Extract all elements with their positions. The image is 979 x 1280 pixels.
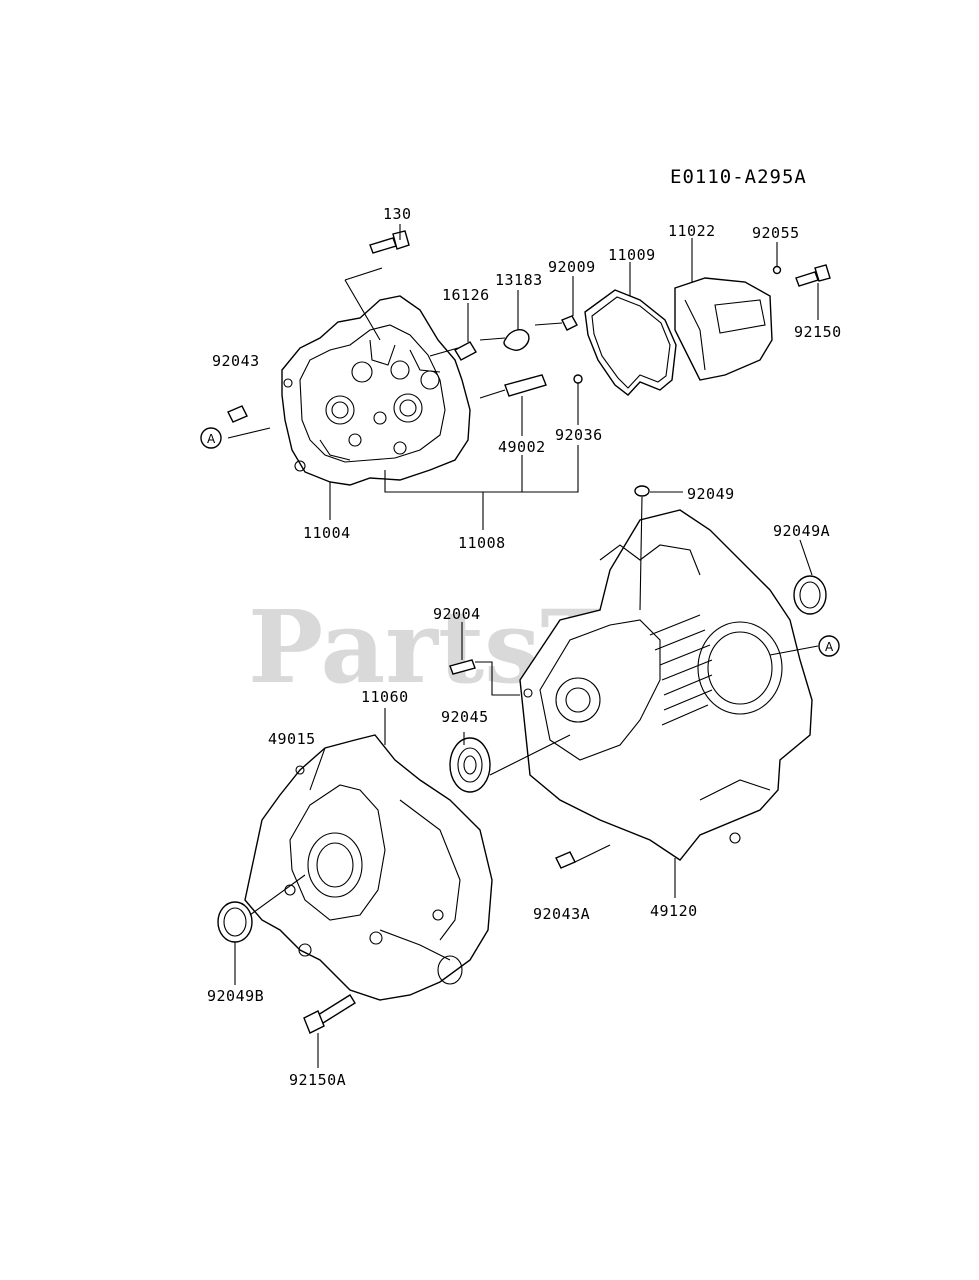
label-49002: 49002	[498, 438, 546, 456]
label-130: 130	[383, 205, 412, 223]
label-92150: 92150	[794, 323, 842, 341]
callout-a-crankcase: A	[818, 635, 840, 657]
pipe-49002	[504, 374, 547, 397]
seal-92049A	[793, 575, 827, 615]
bolt-92150A	[303, 994, 356, 1034]
label-92049A: 92049A	[773, 522, 830, 540]
spring-13183	[503, 329, 530, 351]
crankcase-49120	[519, 509, 813, 861]
crankcase-cover-11060	[244, 734, 493, 1001]
dowel-92043	[227, 405, 248, 423]
label-92045: 92045	[441, 708, 489, 726]
label-11009: 11009	[608, 246, 656, 264]
label-92036: 92036	[555, 426, 603, 444]
stud-92004	[449, 659, 476, 675]
label-92150A: 92150A	[289, 1071, 346, 1089]
leader-lines	[227, 224, 819, 1068]
svg-text:A: A	[825, 640, 834, 654]
label-92009: 92009	[548, 258, 596, 276]
label-92049B: 92049B	[207, 987, 264, 1005]
label-11004: 11004	[303, 524, 351, 542]
label-92043: 92043	[212, 352, 260, 370]
label-92049: 92049	[687, 485, 735, 503]
cover-11022	[674, 277, 773, 381]
label-92004: 92004	[433, 605, 481, 623]
part-labels: 130 92043 16126 13183 92009 11009 11022 …	[207, 205, 842, 1089]
seal-92049B	[217, 901, 253, 943]
label-92055: 92055	[752, 224, 800, 242]
cylinder-head-11004	[281, 295, 471, 486]
stud-16126	[454, 341, 477, 361]
label-16126: 16126	[442, 286, 490, 304]
dowel-92043A	[555, 851, 576, 869]
svg-text:A: A	[207, 432, 216, 446]
ball-92036	[573, 374, 583, 384]
bolt-92150	[795, 264, 831, 287]
nut-92009	[561, 315, 578, 331]
bolt-130	[369, 230, 410, 254]
label-11022: 11022	[668, 222, 716, 240]
label-11060: 11060	[361, 688, 409, 706]
label-92043A: 92043A	[533, 905, 590, 923]
diagram-code: E0110-A295A	[670, 166, 807, 188]
ball-92055	[772, 265, 782, 275]
label-49120: 49120	[650, 902, 698, 920]
callout-a-head: A	[200, 427, 222, 449]
label-49015: 49015	[268, 730, 316, 748]
label-13183: 13183	[495, 271, 543, 289]
bearing-92045	[449, 737, 491, 793]
label-11008: 11008	[458, 534, 506, 552]
dowel-92049	[634, 485, 650, 497]
